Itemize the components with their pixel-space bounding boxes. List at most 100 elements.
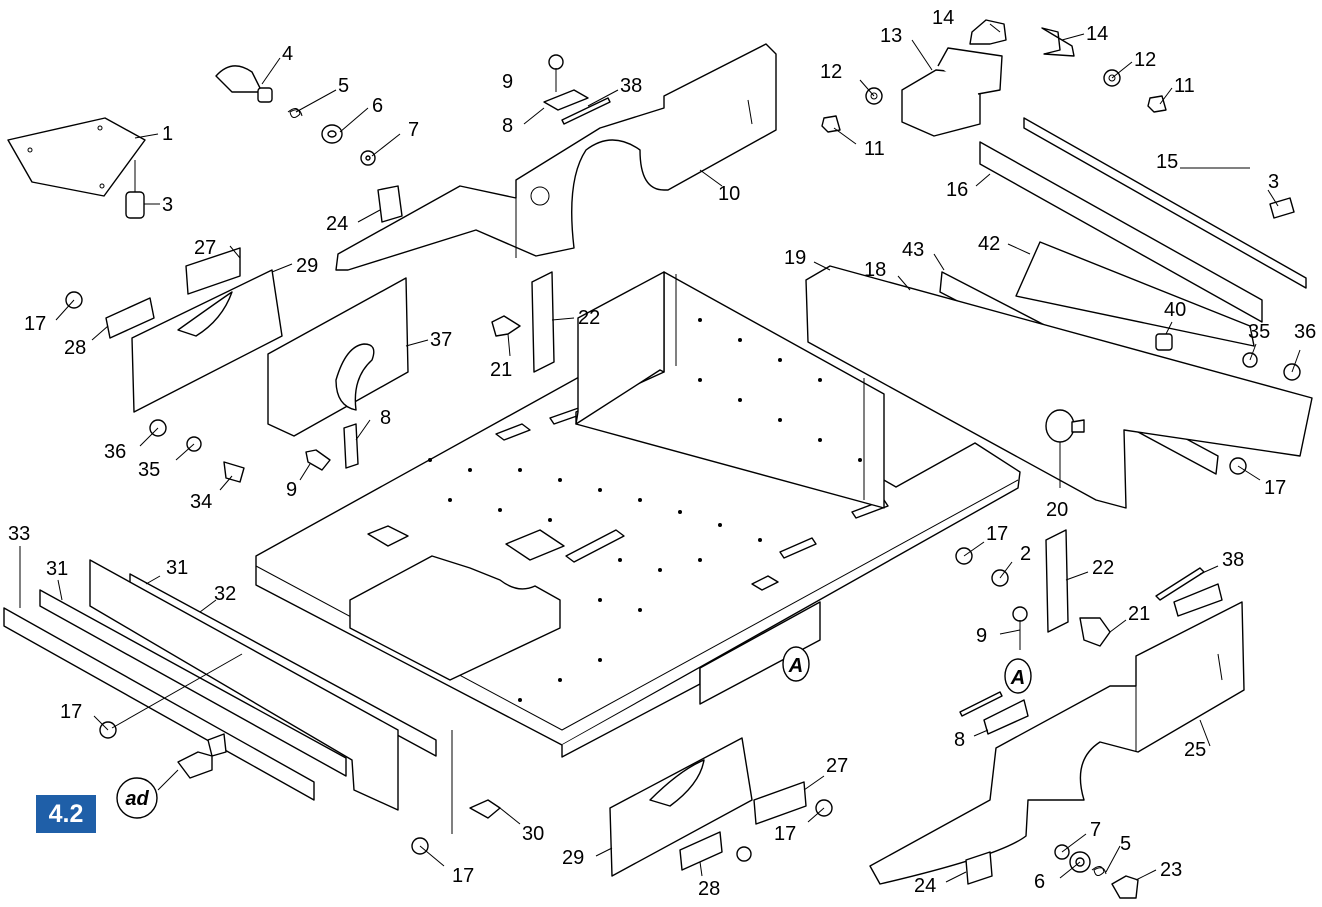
part-11-nut-b [1147, 95, 1167, 113]
label-9: 9 [286, 479, 297, 501]
label-17: 17 [452, 865, 474, 887]
label-23: 23 [1160, 859, 1182, 881]
label-3: 3 [162, 194, 173, 216]
label-30: 30 [522, 823, 544, 845]
part-ad-connector [177, 733, 227, 779]
label-6: 6 [1034, 871, 1045, 893]
part-29-panel-bottom [609, 737, 753, 877]
part-23-knob [1111, 875, 1139, 899]
label-29: 29 [562, 847, 584, 869]
label-1: 1 [162, 123, 173, 145]
label-36: 36 [1294, 321, 1316, 343]
part-8-hinge-top [543, 89, 589, 111]
part-30-screw [469, 799, 501, 819]
part-pin-bottom-right [959, 691, 1003, 717]
part-33-rail [3, 607, 315, 801]
label-38: 38 [1222, 549, 1244, 571]
label-5: 5 [1120, 833, 1131, 855]
label-12: 12 [820, 61, 842, 83]
svg-text:ad: ad [125, 788, 149, 810]
part-10-fender [335, 43, 777, 271]
label-42: 42 [978, 233, 1000, 255]
leader-lines [19, 23, 1301, 883]
label-32: 32 [214, 583, 236, 605]
label-10: 10 [718, 183, 740, 205]
label-17: 17 [24, 313, 46, 335]
part-4-pin [215, 65, 273, 103]
part-3-bolt-left [125, 160, 145, 219]
part-1-plate [7, 117, 146, 197]
part-22-bar-bottom [1045, 529, 1069, 633]
part-25-fender [869, 601, 1245, 885]
part-16-rail [979, 141, 1263, 323]
label-14: 14 [932, 7, 954, 29]
label-4: 4 [282, 43, 293, 65]
svg-text:A: A [1010, 667, 1025, 689]
part-28-hinge-bottom [679, 831, 723, 871]
label-22: 22 [578, 307, 600, 329]
label-14: 14 [1086, 23, 1108, 45]
label-9: 9 [502, 71, 513, 93]
label-24: 24 [914, 875, 936, 897]
part-37-panel [267, 277, 409, 437]
part-9-screw-mid [305, 449, 331, 471]
label-17: 17 [986, 523, 1008, 545]
callout-ad: ad [116, 777, 158, 819]
part-nut-bottom-center-b [736, 846, 752, 862]
part-24-bracket-bottom [965, 851, 993, 885]
part-27-plate-bottom [753, 781, 807, 825]
callout-a-left: A [782, 646, 810, 682]
part-40-bolt [1155, 333, 1173, 351]
label-36: 36 [104, 441, 126, 463]
part-9-screw-top [548, 54, 564, 92]
label-6: 6 [372, 95, 383, 117]
label-11: 11 [1174, 75, 1195, 97]
label-28: 28 [64, 337, 86, 359]
label-13: 13 [880, 25, 902, 47]
part-8-hinge-bottom-right [983, 699, 1029, 735]
label-8: 8 [380, 407, 391, 429]
label-18: 18 [864, 259, 886, 281]
label-11: 11 [864, 138, 885, 160]
label-2: 2 [1020, 543, 1031, 565]
label-33: 33 [8, 523, 30, 545]
part-38-pin-top [561, 97, 611, 125]
label-8: 8 [954, 729, 965, 751]
label-22: 22 [1092, 557, 1114, 579]
label-40: 40 [1164, 299, 1186, 321]
part-29-panel-left [131, 269, 283, 413]
label-28: 28 [698, 878, 720, 900]
part-8-hinge-right [1173, 583, 1223, 617]
part-9-screw-bottom [1012, 606, 1028, 650]
part-11-nut-a [821, 115, 841, 133]
label-38: 38 [620, 75, 642, 97]
part-42-panel [1015, 241, 1255, 347]
part-31-rail-a [39, 589, 347, 777]
label-17: 17 [774, 823, 796, 845]
part-32-panel [89, 559, 399, 811]
part-24-bracket-top [377, 185, 403, 223]
part-21-bolt-bottom [1079, 617, 1111, 647]
label-21: 21 [490, 359, 512, 381]
label-25: 25 [1184, 739, 1206, 761]
label-43: 43 [902, 239, 924, 261]
label-35: 35 [138, 459, 160, 481]
label-9: 9 [976, 625, 987, 647]
part-19-panel [805, 265, 1313, 509]
label-21: 21 [1128, 603, 1150, 625]
label-24: 24 [326, 213, 348, 235]
part-3-bolt-right [1269, 197, 1295, 219]
label-7: 7 [408, 119, 419, 141]
label-7: 7 [1090, 819, 1101, 841]
label-27: 27 [194, 237, 216, 259]
part-21-bolt-top [491, 315, 521, 337]
label-5: 5 [338, 75, 349, 97]
part-8-hinge-mid [343, 423, 359, 469]
part-34-bolt [223, 461, 245, 483]
part-27-plate-top [185, 247, 241, 295]
part-5-spring [287, 108, 303, 118]
label-37: 37 [430, 329, 452, 351]
part-7-washer [360, 150, 376, 166]
label-3: 3 [1268, 171, 1279, 193]
